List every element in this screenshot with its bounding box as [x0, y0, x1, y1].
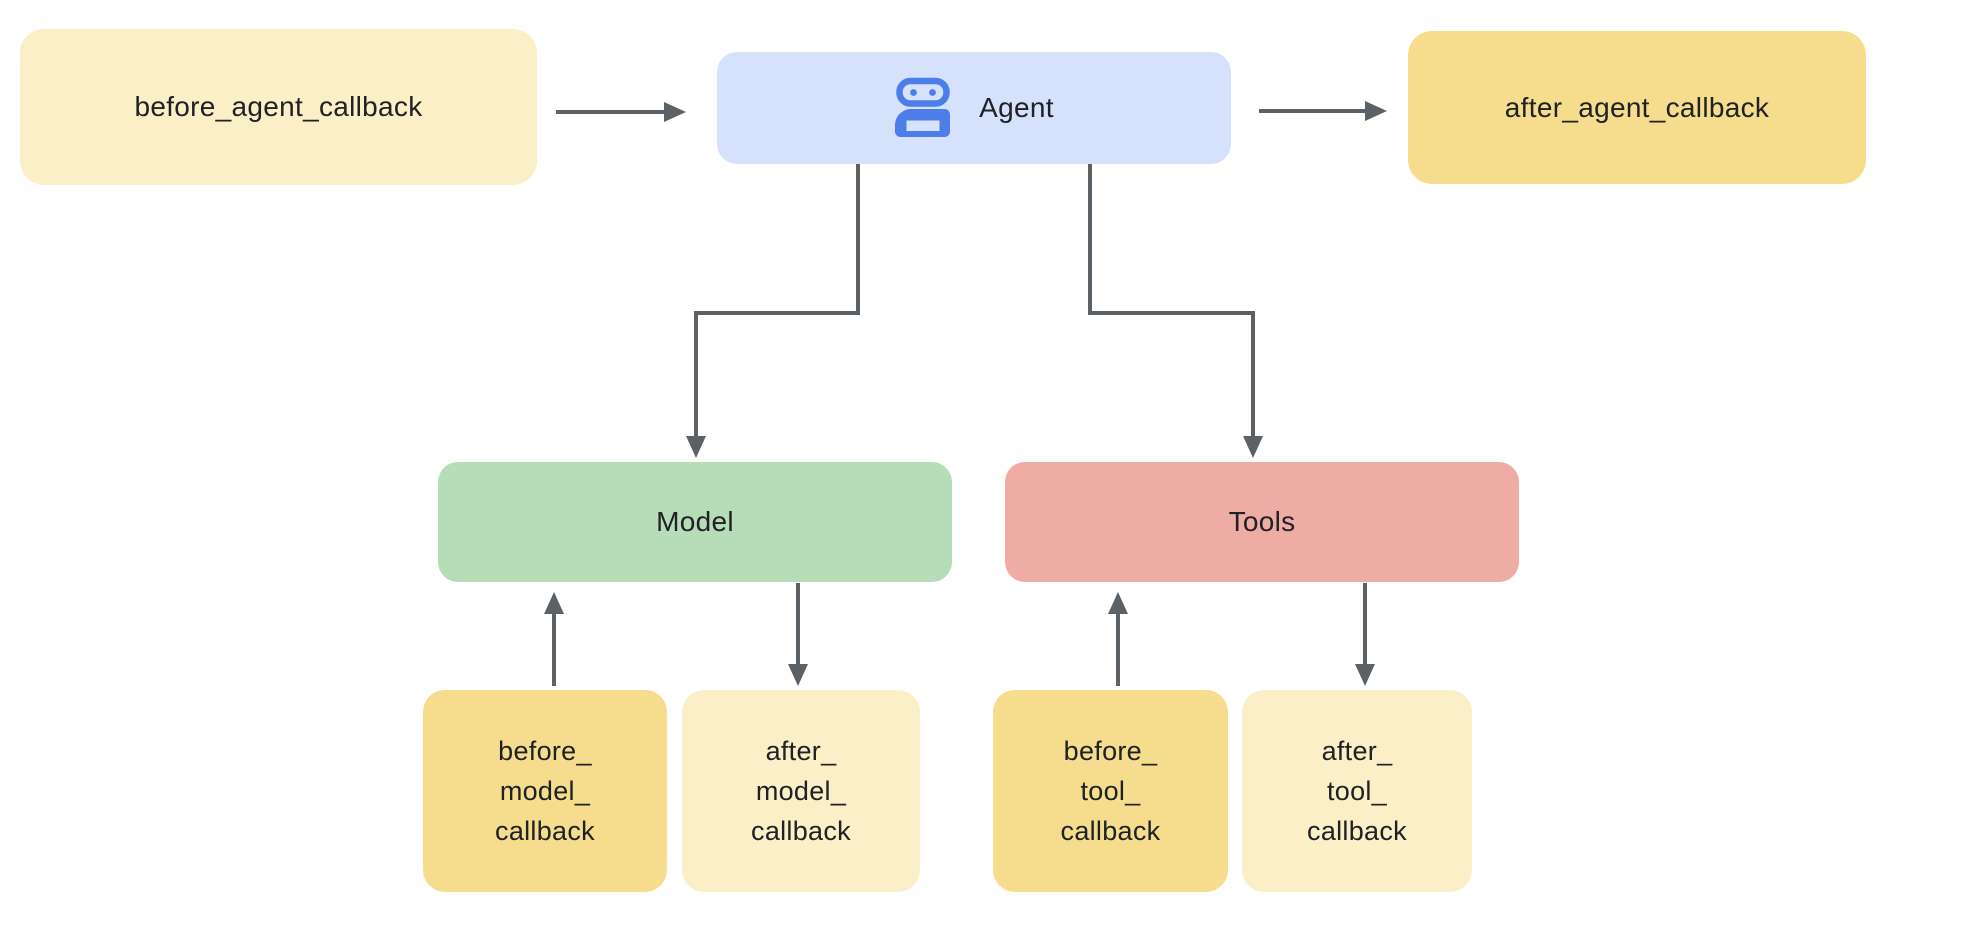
edge-agent-to-tools [1088, 164, 1263, 458]
agent-node-content: Agent [894, 77, 1054, 139]
node-after-tool-callback: after_ tool_ callback [1242, 690, 1472, 892]
edge-agent-to-model [686, 164, 860, 458]
node-tools: Tools [1005, 462, 1519, 582]
node-agent: Agent [717, 52, 1231, 164]
node-label: Tools [1228, 506, 1296, 537]
node-label: after_ model_ callback [751, 736, 851, 846]
node-label: Model [656, 506, 734, 537]
node-label: before_ tool_ callback [1060, 736, 1161, 846]
node-before-agent-callback: before_agent_callback [20, 29, 537, 185]
node-after-model-callback: after_ model_ callback [682, 690, 920, 892]
node-label: Agent [979, 92, 1054, 123]
node-before-tool-callback: before_ tool_ callback [993, 690, 1228, 892]
node-model: Model [438, 462, 952, 582]
node-label: before_agent_callback [134, 91, 423, 122]
node-label: before_ model_ callback [495, 736, 595, 846]
node-before-model-callback: before_ model_ callback [423, 690, 667, 892]
node-label: after_ tool_ callback [1307, 736, 1407, 846]
node-label: after_agent_callback [1504, 91, 1770, 123]
robot-icon [894, 77, 952, 139]
node-after-agent-callback: after_agent_callback [1408, 31, 1866, 184]
